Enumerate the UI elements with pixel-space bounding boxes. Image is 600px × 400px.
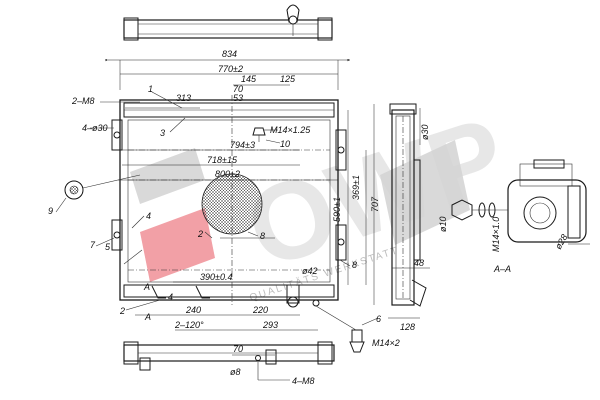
dimension-labels: 834 770±2 145 125 70 53 313 794±3 718±15…: [176, 49, 569, 377]
callout-4-bottom: 4: [168, 292, 173, 302]
section-nut-icon: [451, 199, 473, 221]
dim-313: 313: [176, 93, 191, 103]
callout-7: 7: [90, 240, 96, 250]
dim-d28: ø28: [553, 233, 569, 251]
right-bracket-upper: [335, 129, 347, 171]
dim-240: 240: [185, 305, 201, 315]
watermark-logo: OWP QUALITÄTS WERKSTATT: [130, 94, 520, 304]
note-m14x10: M14×1.0: [491, 217, 501, 252]
callout-8: 8: [352, 260, 357, 270]
dim-145: 145: [241, 74, 257, 84]
left-bracket-lower: [111, 219, 123, 251]
dim-590: 590±1: [332, 197, 342, 222]
dim-d8: ø8: [230, 367, 241, 377]
lower-tank: [123, 284, 335, 298]
section-a-a-detail: [451, 159, 590, 245]
drain-fitting: [286, 284, 300, 304]
dim-d30: ø30: [420, 124, 430, 140]
watermark-accent-red: [140, 208, 215, 282]
note-m14x2: M14×2: [372, 338, 400, 348]
radiator-frame: [119, 99, 339, 301]
callout-2: 2: [119, 306, 125, 316]
dim-125: 125: [280, 74, 296, 84]
note-m14-125: M14×1.25: [270, 125, 311, 135]
dim-d10: ø10: [438, 216, 448, 232]
dim-48: 48: [414, 258, 424, 268]
watermark-chevron-right: [380, 140, 470, 245]
dim-770: 770±2: [218, 64, 243, 74]
dim-707: 707: [370, 196, 380, 212]
callout-4: 4: [146, 211, 151, 221]
bottom-view-lower-tank: [123, 341, 335, 381]
callout-10: 10: [280, 139, 290, 149]
dim-70: 70: [233, 84, 243, 94]
upper-tank-left-end: [123, 17, 139, 41]
section-tank-outline: [507, 179, 587, 243]
left-bracket-upper: [111, 119, 123, 151]
dim-220: 220: [252, 305, 268, 315]
dim-d42: ø42: [302, 266, 318, 276]
right-bracket-lower: [335, 224, 347, 261]
section-cap: [533, 159, 565, 169]
dim-128: 128: [400, 322, 415, 332]
callout-numbers: 1 2 3 4 5 6 7 8 9 10 2 8 4: [48, 84, 381, 324]
dim-70-bottom: 70: [233, 344, 243, 354]
drain-plug-icon: [351, 329, 363, 343]
upper-tank-body: [123, 19, 333, 39]
section-pipe: [523, 196, 557, 230]
upper-tank-right-end: [317, 17, 333, 41]
dim-390: 390±0.4: [200, 272, 232, 282]
callout-2-core: 2: [197, 229, 203, 239]
callout-1: 1: [148, 84, 153, 94]
note-a-bottom: A: [144, 312, 151, 322]
dim-53: 53: [233, 93, 243, 103]
dim-718: 718±15: [207, 155, 238, 165]
dim-794: 794±3: [230, 140, 255, 150]
sensor-fitting: [252, 127, 266, 136]
note-2-m8: 2–M8: [71, 96, 95, 106]
leader-lines: [90, 91, 351, 311]
annotation-notes: 2–M8 4–ø30 M14×1.25 2–120° M14×2 4–M8 M1…: [71, 96, 511, 386]
watermark-chevron-left: [130, 148, 205, 204]
callout-5: 5: [105, 242, 111, 252]
note-section-aa: A–A: [493, 264, 511, 274]
front-view-radiator: [111, 95, 347, 308]
dimension-lines-front: [105, 58, 367, 331]
dim-369: 369±1: [351, 175, 361, 200]
dim-800: 800±2: [215, 169, 240, 179]
callout-8-core: 8: [260, 231, 265, 241]
note-a-top: A: [143, 282, 150, 292]
drain-plug-detail: [315, 305, 379, 353]
callout-6: 6: [376, 314, 381, 324]
side-view-radiator: [373, 103, 430, 319]
note-2-120: 2–120°: [174, 320, 204, 330]
note-4-d30: 4–ø30: [82, 123, 108, 133]
callout-3: 3: [160, 128, 165, 138]
note-4-m8: 4–M8: [292, 376, 315, 386]
top-view-upper-tank: [123, 4, 333, 41]
item-9-grommet: [55, 174, 141, 213]
dim-293: 293: [262, 320, 278, 330]
callout-9: 9: [48, 206, 53, 216]
dim-834: 834: [222, 49, 237, 59]
